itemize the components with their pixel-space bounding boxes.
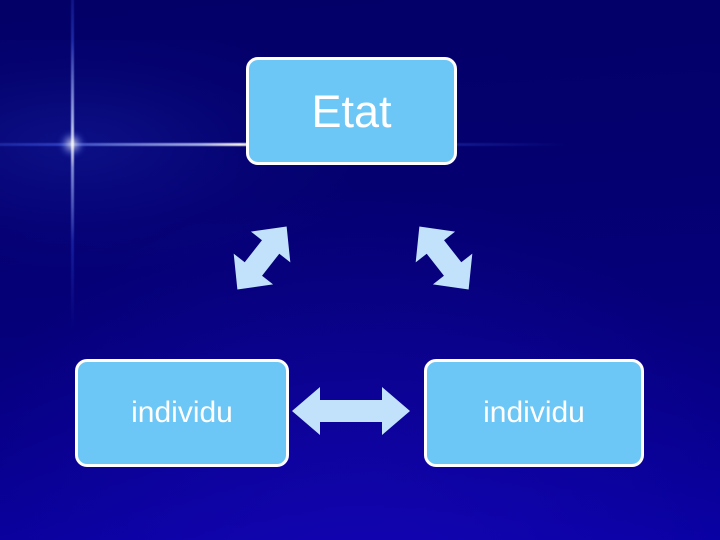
sparkle-vertical-ray-icon bbox=[71, 0, 74, 330]
node-etat-label: Etat bbox=[311, 85, 392, 137]
connector-right-diagonal[interactable] bbox=[396, 202, 492, 314]
double-headed-arrow-icon bbox=[292, 387, 410, 435]
connector-horizontal[interactable] bbox=[290, 383, 412, 439]
node-individu-right-label: individu bbox=[483, 396, 585, 429]
connector-left-diagonal[interactable] bbox=[214, 202, 310, 314]
double-headed-arrow-icon bbox=[415, 226, 473, 290]
node-individu-left[interactable]: individu bbox=[75, 359, 289, 467]
node-individu-left-label: individu bbox=[131, 396, 233, 429]
node-individu-right[interactable]: individu bbox=[424, 359, 644, 467]
double-headed-arrow-icon bbox=[233, 226, 291, 290]
node-etat[interactable]: Etat bbox=[246, 57, 457, 165]
sparkle-core-icon bbox=[59, 131, 85, 157]
